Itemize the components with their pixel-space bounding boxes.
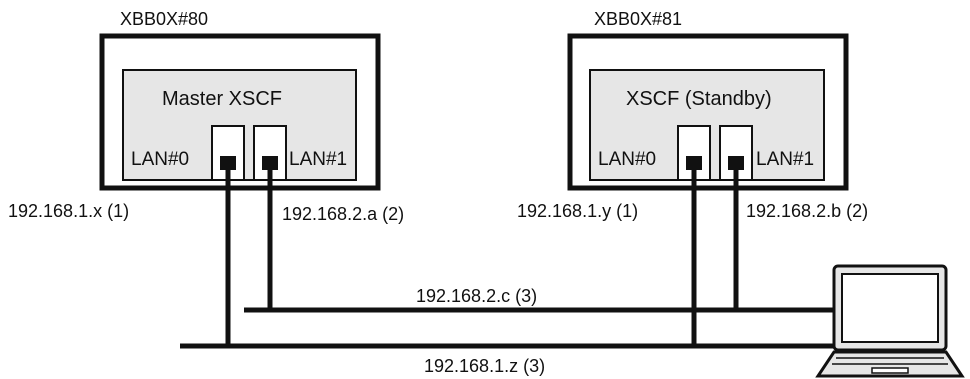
unit-80-lan0-label: LAN#0 [131, 149, 190, 170]
unit-81-lan0-connector [686, 156, 702, 170]
unit-81-lan1-connector [728, 156, 744, 170]
unit-80-lan0-ip: 192.168.1.x (1) [8, 201, 130, 221]
unit-80-lan0-connector [220, 156, 236, 170]
unit-81-module-title: XSCF (Standby) [626, 88, 772, 110]
unit-81-lan1-label: LAN#1 [756, 149, 815, 170]
unit-80-name: XBB0X#80 [120, 9, 209, 29]
laptop-icon [815, 264, 965, 378]
unit-80-module-title: Master XSCF [162, 88, 283, 110]
unit-81-lan1-ip: 192.168.2.b (2) [746, 201, 869, 221]
unit-81-name: XBB0X#81 [594, 9, 683, 29]
unit-80-lan1-connector [262, 156, 278, 170]
unit-80-lan1-label: LAN#1 [289, 149, 348, 170]
lan1-network-ip: 192.168.2.c (3) [416, 286, 538, 306]
unit-81-lan0-label: LAN#0 [598, 149, 657, 170]
unit-81-lan0-ip: 192.168.1.y (1) [517, 201, 639, 221]
unit-80-lan1-ip: 192.168.2.a (2) [282, 204, 405, 224]
lan0-network-ip: 192.168.1.z (3) [424, 356, 546, 376]
